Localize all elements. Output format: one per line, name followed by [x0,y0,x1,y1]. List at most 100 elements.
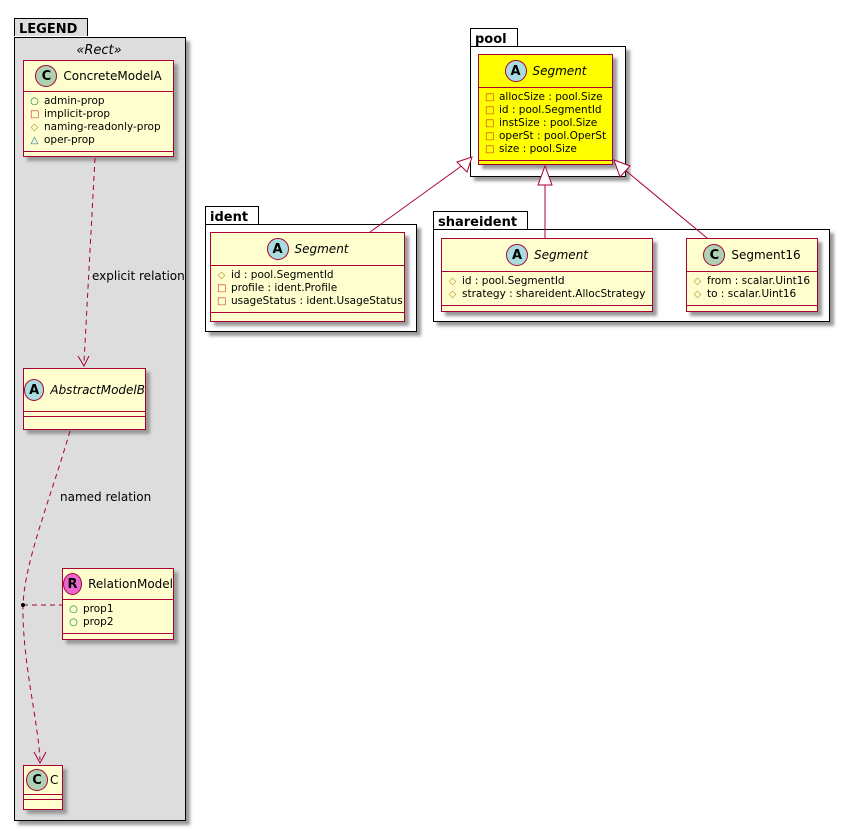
attribute-list: ○ admin-prop□implicit-prop◇ naming-readonl… [24,92,173,152]
visibility-icon: □ [485,131,495,142]
abstract-icon: A [506,244,528,266]
visibility-icon: ○ [69,604,78,615]
attribute-text: id : pool.SegmentId [499,104,602,116]
class-name: Segment [534,248,588,262]
attribute: □implicit-prop [30,108,167,121]
visibility-icon: □ [217,283,227,294]
class-name: Segment [532,64,587,78]
class-name: C [50,773,59,787]
abstract-icon: A [504,60,527,82]
attribute-text: from : scalar.Uint16 [707,275,811,287]
attribute-list [24,795,62,800]
attribute: □ id : pool.SegmentId [485,104,606,117]
abstract-icon: A [24,379,45,401]
attribute: □ allocSize : pool.Size [485,91,606,104]
visibility-icon: □ [485,92,495,103]
ident-inherits-pool [369,161,468,233]
attribute-text: oper-prop [44,134,95,146]
class-name: Segment [294,242,349,256]
arrowhead-icon [77,355,90,368]
attribute: ◇ to : scalar.Uint16 [693,288,811,301]
attribute: □usageStatus : ident.UsageStatus [217,295,403,308]
attribute-text: allocSize : pool.Size [499,91,603,103]
attribute: ◇ id : pool.SegmentId [448,275,646,288]
class-name: RelationModel [88,577,173,591]
attribute-text: naming-readonly-prop [44,121,161,133]
attribute-list: □ allocSize : pool.Size □ id : pool.Segment… [479,88,612,161]
segment16-inherits-pool [624,169,708,239]
attribute-text: prop2 [83,616,114,628]
visibility-icon: □ [217,296,227,307]
explicit-relation-edge [83,157,96,363]
abstract-icon: A [266,238,289,260]
inheritance-triangle-icon [456,156,473,173]
attribute: ○ admin-prop [30,95,167,108]
visibility-icon: ○ [30,96,39,107]
attribute-list: ◇ from : scalar.Uint16 ◇ to : scalar.Uint16 [687,272,817,306]
visibility-icon: ◇ [693,276,702,287]
class-name: Segment16 [731,248,801,262]
class-pool-segment[interactable]: A Segment □ allocSize : pool.Size □ id : poo… [478,54,613,165]
visibility-icon: □ [485,105,495,116]
attribute-text: id : pool.SegmentId [231,269,334,281]
class-abstract-model-b[interactable]: A AbstractModelB [23,368,146,430]
class-segment16[interactable]: C Segment16 ◇ from : scalar.Uint16 ◇ to : sc… [686,238,818,312]
class-icon: C [703,244,726,266]
attribute-text: prop1 [83,603,114,615]
attribute-list: ◇ id : pool.SegmentId ◇ strategy : shareide… [442,272,652,306]
class-name: AbstractModelB [50,383,145,397]
attribute: ◇ from : scalar.Uint16 [693,275,811,288]
named-relation-label: named relation [60,490,152,504]
attribute: □ instSize : pool.Size [485,117,606,130]
class-concrete-model-a[interactable]: C ConcreteModelA ○ admin-prop□implicit-pro… [23,60,174,157]
visibility-icon: △ [30,135,39,146]
visibility-icon: ◇ [217,270,226,281]
attribute: ○ prop1 [69,603,167,616]
attribute: ○ prop2 [69,616,167,629]
attribute-text: to : scalar.Uint16 [707,288,797,300]
class-icon: C [35,65,58,87]
attribute-list [24,412,145,417]
attribute: △ oper-prop [30,134,167,147]
visibility-icon: □ [485,144,495,155]
attribute: ◇ naming-readonly-prop [30,121,167,134]
class-relation-model[interactable]: R RelationModel ○ prop1 ○ prop2 [62,568,174,640]
visibility-icon: ◇ [30,122,39,133]
named-relation-edge [22,430,71,761]
visibility-icon: □ [485,118,495,129]
attribute: ◇ strategy : shareident.AllocStrategy [448,288,646,301]
arrowhead-icon [33,751,47,765]
legend-package-tab: LEGEND [14,18,89,37]
attribute: ◇ id : pool.SegmentId [217,269,398,282]
relation-icon: R [63,573,83,595]
visibility-icon: ◇ [448,289,457,300]
class-name: ConcreteModelA [63,69,162,83]
attribute-text: implicit-prop [44,108,111,120]
legend-stereotype: «Rect» [76,43,122,58]
explicit-relation-label: explicit relation [92,269,185,283]
visibility-icon: ◇ [448,276,457,287]
attribute-text: id : pool.SegmentId [462,275,565,287]
attribute-list: ◇ id : pool.SegmentId □ profile : ident.Pro… [211,266,404,313]
attribute: □ size : pool.Size [485,143,606,156]
attribute-text: instSize : pool.Size [499,117,598,129]
inheritance-triangle-icon [537,164,553,186]
class-ident-segment[interactable]: A Segment ◇ id : pool.SegmentId □ profile : … [210,232,405,322]
class-shareident-segment[interactable]: A Segment ◇ id : pool.SegmentId ◇ strategy :… [441,238,653,312]
pool-package-tab: pool [470,28,518,47]
ident-package-tab: ident [205,206,260,225]
attribute-text: profile : ident.Profile [231,282,338,294]
attribute-text: operSt : pool.OperSt [499,130,607,142]
attribute-text: size : pool.Size [499,143,577,155]
attribute: □ operSt : pool.OperSt [485,130,606,143]
attribute-text: admin-prop [44,95,105,107]
attribute: □ profile : ident.Profile [217,282,398,295]
inheritance-triangle-icon [613,159,631,178]
attribute-list: ○ prop1 ○ prop2 [63,600,173,634]
attribute-text: strategy : shareident.AllocStrategy [462,288,646,300]
visibility-icon: ◇ [693,289,702,300]
visibility-icon: ○ [69,617,78,628]
junction-point [21,603,25,607]
